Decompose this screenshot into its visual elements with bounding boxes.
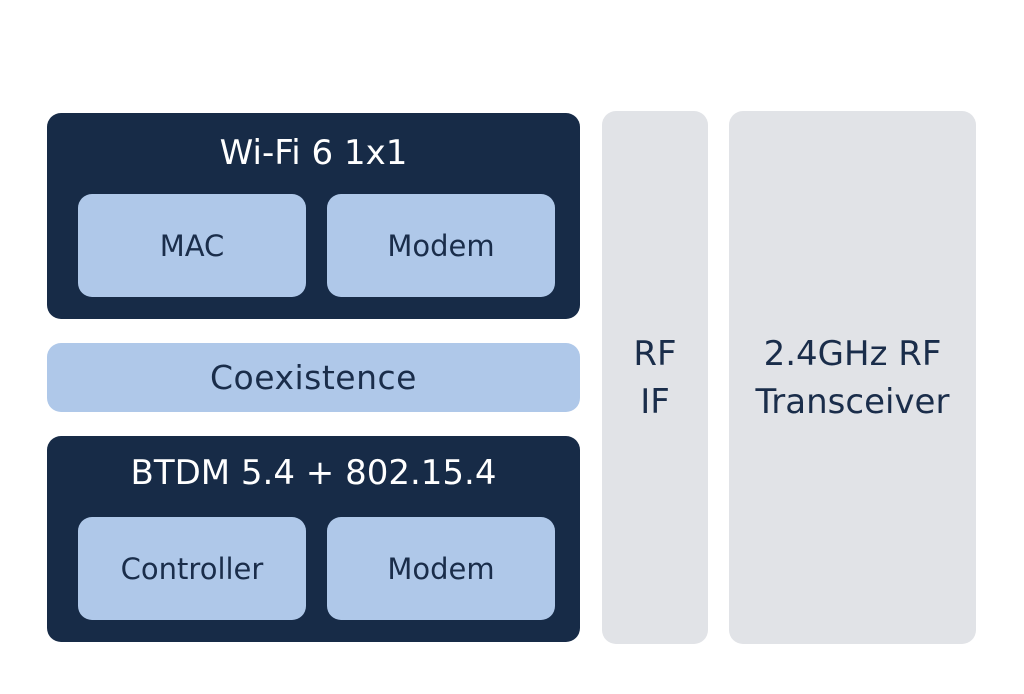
rf-if-block: RF IF — [602, 111, 708, 644]
btdm-controller-block: Controller — [78, 517, 306, 620]
wifi-modem-block: Modem — [327, 194, 555, 297]
wifi-mac-block: MAC — [78, 194, 306, 297]
rf-transceiver-label: 2.4GHz RF Transceiver — [755, 333, 950, 422]
btdm-subsystem-block: BTDM 5.4 + 802.15.4 Controller Modem — [47, 436, 580, 642]
btdm-controller-label: Controller — [120, 551, 264, 586]
wifi-subsystem-title: Wi-Fi 6 1x1 — [219, 133, 408, 173]
rf-transceiver-block: 2.4GHz RF Transceiver — [729, 111, 976, 644]
btdm-subsystem-title: BTDM 5.4 + 802.15.4 — [130, 453, 497, 493]
coexistence-label: Coexistence — [210, 358, 417, 397]
wifi-subsystem-block: Wi-Fi 6 1x1 MAC Modem — [47, 113, 580, 319]
coexistence-block: Coexistence — [47, 343, 580, 412]
btdm-modem-label: Modem — [387, 551, 495, 586]
wifi-mac-label: MAC — [159, 228, 225, 263]
rf-if-label: RF IF — [633, 333, 677, 422]
btdm-modem-block: Modem — [327, 517, 555, 620]
wifi-modem-label: Modem — [387, 228, 495, 263]
